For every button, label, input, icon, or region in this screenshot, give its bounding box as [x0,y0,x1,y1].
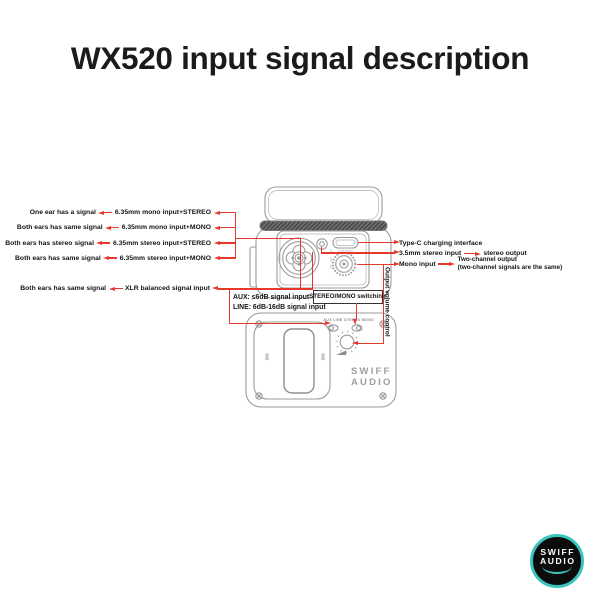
aux-note: AUX: ≤6dB signal input [233,294,310,301]
callout-desc: Both ears has stereo signal [5,239,94,247]
callout-input: XLR balanced signal input [125,285,210,292]
stereo-mono-toggle [351,324,363,332]
arrowhead-aux-toggle [325,320,331,325]
logo-swoosh-icon [542,565,572,575]
arrowhead-stereo-toggle [352,318,357,325]
logo-line1: SWIFF [540,546,576,557]
callout-label: 3.5mm stereo input [399,250,462,257]
aux-35mm-jack-hole [319,241,325,247]
arrow-left [98,210,113,215]
callout-row-stereo-output: 3.5mm stereo input stereo output [399,249,527,259]
arrow-left [213,225,235,230]
callout-row-mono-stereo: One ear has a signal 6.35mm mono input+S… [30,208,235,218]
arrow-left [213,210,235,215]
page-title: WX520 input signal description [70,40,530,76]
arrow-left [103,256,118,260]
receiver-rear-view [249,186,392,299]
connector-panel-inner [279,233,367,286]
callout-desc: Both ears has same signal [16,224,103,231]
callout-row-mono-mono: Both ears has same signal 6.35mm mono in… [17,223,235,233]
device-cap [264,186,383,224]
connector-line [228,322,325,324]
callout-row-stereo-mono: Both ears has same signal 6.35mm stereo … [15,253,235,263]
connector-line [299,237,301,290]
connector-line [311,252,313,289]
arrow-right [438,262,456,266]
device-brand-line2: AUDIO [351,376,393,388]
device-brand-line1: SWIFF [351,366,392,377]
stereo-mono-toggle-label: STEREO MONO [344,317,375,322]
bezel-marks [265,353,325,361]
callout-desc: One ear has a signal [29,209,96,216]
callout-row-typec: Type-C charging interface [399,238,482,248]
connector-line [218,288,313,290]
aux-line-toggle-label: AUX LINE [323,317,343,322]
connector-panel [276,230,370,289]
connector-line [358,342,384,344]
arrowhead-volume-knob [352,340,358,345]
arrow-right [463,251,481,256]
callout-label: (two-channel signals are the same) [457,264,563,271]
logo-line2: AUDIO [539,556,576,566]
arrowhead-xlr [212,285,218,290]
arrow-left [96,241,111,245]
callout-input: 6.35mm stereo input+STEREO [112,239,211,247]
callout-label: Two-channel output [457,255,517,263]
arrowhead-stereo-input [394,250,400,255]
callout-desc: Both ears has same signal [15,254,101,262]
mono-output-block: Two-channel output (two-channel signals … [458,256,563,273]
arrowhead-mono-input [394,261,400,266]
front-panel [245,312,397,408]
typec-port-inner [335,239,356,246]
connector-line [234,237,301,239]
callout-row-xlr: Both ears has same signal XLR balanced s… [20,284,210,294]
display-bezel [253,321,331,400]
arrow-left [213,256,235,260]
callout-label: Type-C charging interface [399,239,483,247]
callout-label: stereo output [483,250,527,257]
device-brand: SWIFF AUDIO [351,366,393,388]
device-cap-inner [268,190,379,220]
callout-input: 6.35mm stereo input+MONO [119,254,211,262]
callout-input: 6.35mm mono input+STEREO [114,209,211,216]
mono-635mm-jack [331,251,357,277]
callout-input: 6.35mm mono input+MONO [121,224,211,231]
line-note: LINE: 6dB-16dB signal input [233,303,326,311]
connector-line [355,302,357,319]
connector-line [321,252,395,254]
aux-line-note: AUX: ≤6dB signal input LINE: 6dB-16dB si… [233,293,326,313]
connector-line [357,242,395,244]
callout-label: Mono input [399,260,436,268]
arrow-left [105,225,120,230]
callout-row-mono-output: Mono input Two-channel output (two-chann… [399,255,562,273]
output-volume-note: Output volume control [383,267,391,337]
connector-line [382,264,384,344]
swiff-audio-logo: SWIFF AUDIO [530,534,584,588]
display-screen [283,328,315,394]
arrow-left [213,241,235,245]
arrow-left [108,286,123,291]
combo-xlr-jack [278,237,320,279]
connector-line [356,263,396,265]
connector-line [321,247,323,253]
volume-wedge-icon [336,350,346,355]
connector-line [228,289,230,324]
stereo-mono-switching-box: STEREO/MONO switching [309,289,386,304]
grille-band [259,220,388,231]
connector-line [234,212,236,259]
callout-desc: Both ears has same signal [20,285,107,292]
callout-row-stereo-stereo: Both ears has stereo signal 6.35mm stere… [5,238,235,248]
arrowhead-typec [394,240,400,245]
aux-line-toggle [327,324,339,332]
